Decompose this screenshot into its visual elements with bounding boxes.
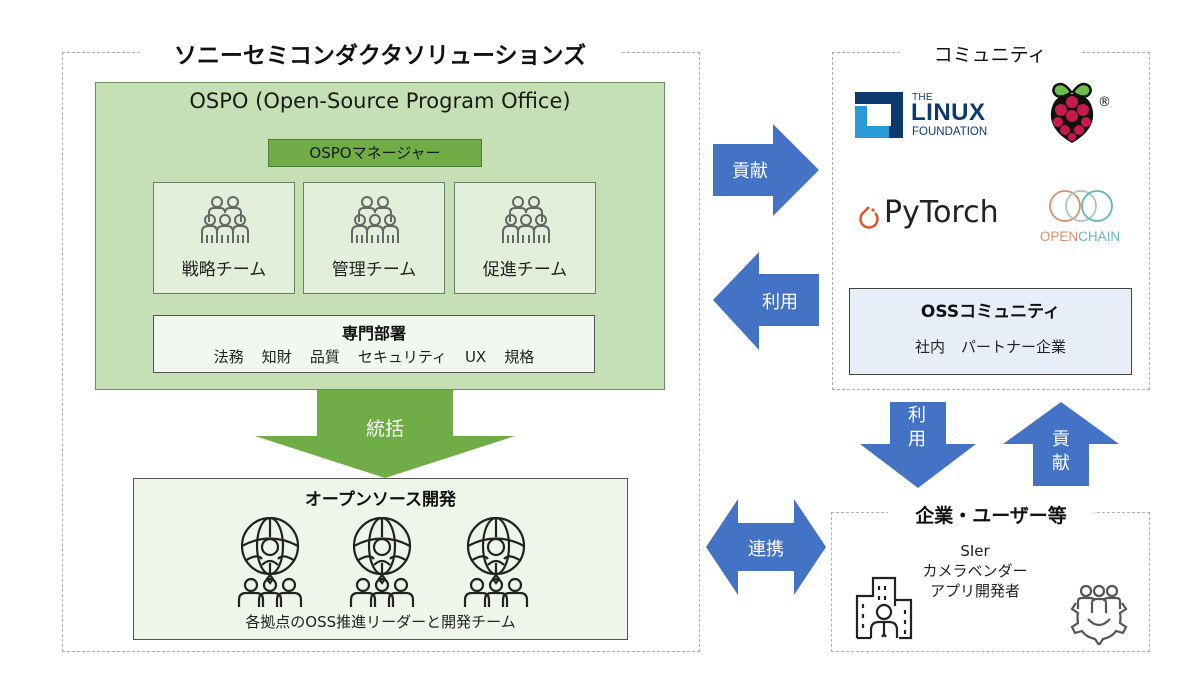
pytorch-flame-icon (859, 206, 879, 229)
office-building-person-icon (855, 576, 913, 640)
enterprise-type-item: SIer (960, 542, 990, 560)
team-label: 促進チーム (482, 260, 568, 280)
label-char: 献 (1052, 453, 1070, 474)
team-management: 管理チーム (303, 182, 445, 294)
member-item: パートナー企業 (961, 338, 1067, 356)
use-down-arrow (860, 402, 976, 488)
oversee-arrow-label: 統括 (365, 418, 404, 440)
oversee-down-arrow (255, 390, 515, 478)
oss-development-title: オープンソース開発 (304, 490, 457, 510)
department-item: セキュリティ (357, 348, 447, 366)
oss-community-title: OSSコミュニティ (920, 302, 1061, 322)
contribute-up-arrow-label: 貢 献 (1046, 428, 1076, 476)
contribute-arrow-label: 貢献 (732, 161, 768, 182)
ospo-title: OSPO (Open-Source Program Office) (189, 89, 571, 113)
oss-community-box: OSSコミュニティ 社内パートナー企業 (849, 288, 1132, 375)
team-group-icon (502, 196, 550, 243)
sony-group-title: ソニーセミコンダクタソリューションズ (140, 36, 620, 70)
openchain-open-text: OPEN (1039, 229, 1079, 244)
label-char: 用 (908, 429, 926, 450)
departments-list: 法務知財品質セキュリティ UX 規格 (154, 346, 594, 367)
global-leader-team-icon (237, 517, 303, 607)
community-title: コミュニティ (900, 40, 1080, 67)
use-left-arrow (713, 252, 819, 350)
pytorch-logo: PyTorch (858, 195, 1008, 235)
enterprise-type-item: アプリ開発者 (929, 582, 1020, 600)
oss-community-members: 社内パートナー企業 (850, 336, 1131, 357)
linux-foundation-logo: THE LINUX FOUNDATION (855, 90, 1005, 140)
ospo-manager-box: OSPOマネージャー (268, 139, 482, 167)
contribute-up-arrow (1003, 402, 1119, 486)
openchain-logo: OPENCHAIN (1028, 188, 1132, 248)
raspberry-pi-logo: ® (1050, 82, 1111, 143)
team-group-icon (351, 196, 399, 243)
openchain-rings-icon (1049, 190, 1113, 222)
use-arrow-label: 利用 (762, 292, 798, 313)
department-item: 品質 (309, 348, 340, 366)
team-gear-icon (1070, 584, 1128, 645)
oss-development-caption: 各拠点のOSS推進リーダーと開発チーム (245, 613, 516, 631)
global-leader-team-icon (463, 517, 529, 607)
lf-foundation-text: FOUNDATION (912, 126, 988, 138)
department-item: 法務 (213, 348, 244, 366)
team-strategy: 戦略チーム (153, 182, 295, 294)
team-label: 戦略チーム (181, 260, 267, 280)
global-leader-team-icon (349, 517, 415, 607)
openchain-chain-text: CHAIN (1078, 229, 1121, 244)
openchain-text: OPENCHAIN (1028, 229, 1132, 244)
collaborate-arrow-label: 連携 (748, 539, 784, 560)
enterprise-title: 企業・ユーザー等 (888, 501, 1094, 528)
specialist-departments-box: 専門部署 法務知財品質セキュリティ UX 規格 (153, 315, 595, 373)
label-char: 利 (908, 405, 926, 426)
linux-foundation-mark-icon (855, 92, 903, 138)
registered-mark: ® (1098, 95, 1111, 110)
oss-development-box: オープンソース開発 各拠点のOSS推進リーダーと開発チーム (133, 478, 628, 640)
enterprise-type-item: カメラベンダー (922, 562, 1028, 580)
use-down-arrow-label: 利 用 (902, 404, 932, 452)
team-label: 管理チーム (331, 260, 417, 280)
team-group-icon (201, 196, 249, 243)
enterprise-types: SIer カメラベンダー アプリ開発者 (880, 541, 1070, 601)
departments-title: 専門部署 (341, 324, 406, 343)
contribute-right-arrow (713, 124, 819, 216)
lf-linux-text: LINUX (911, 99, 986, 126)
member-item: 社内 (914, 338, 945, 356)
team-promotion: 促進チーム (454, 182, 596, 294)
lf-the-text: THE (912, 92, 933, 103)
pytorch-text: PyTorch (884, 195, 999, 230)
department-item: UX (464, 348, 487, 366)
department-item: 規格 (504, 348, 535, 366)
department-item: 知財 (261, 348, 292, 366)
label-char: 貢 (1052, 429, 1070, 450)
collaborate-double-arrow (706, 499, 826, 595)
ospo-box: OSPO (Open-Source Program Office) OSPOマネ… (95, 82, 665, 390)
